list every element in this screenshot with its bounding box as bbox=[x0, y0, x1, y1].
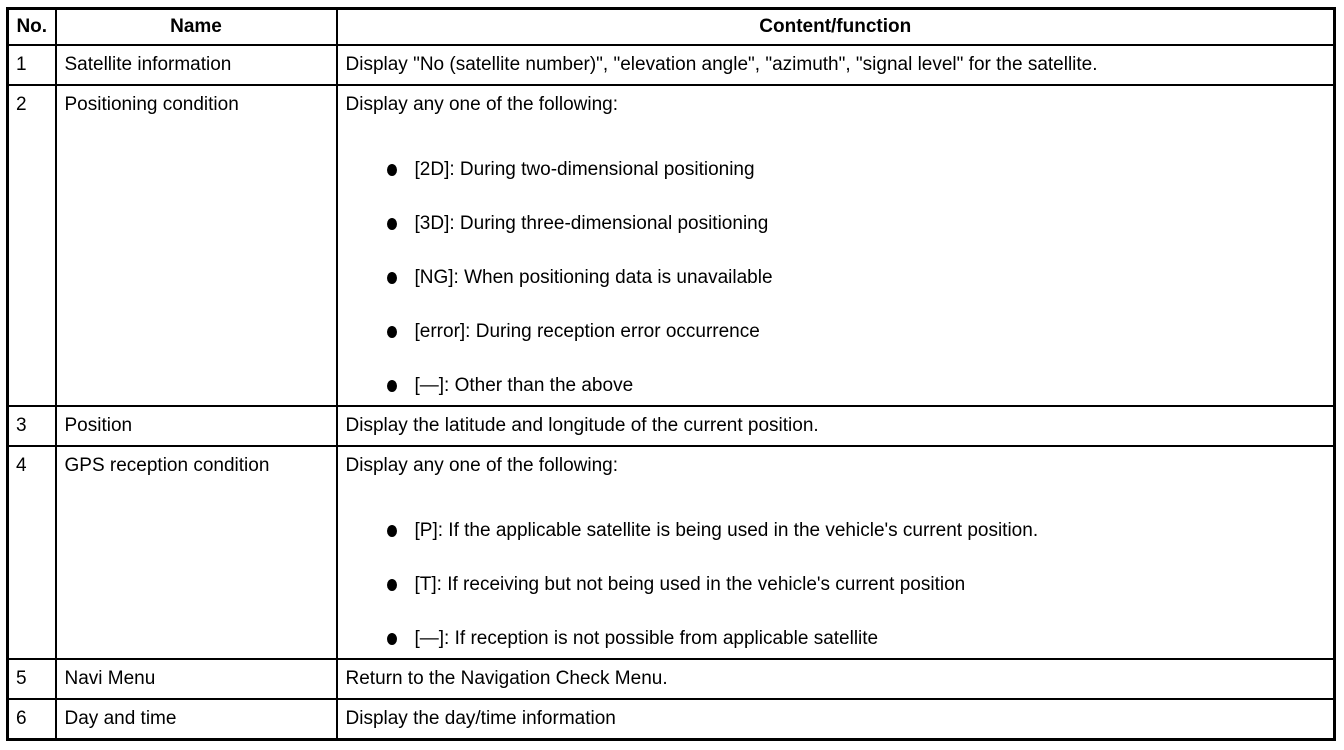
bullet-list: [P]: If the applicable satellite is bein… bbox=[386, 519, 1330, 651]
bullet-text: [—]: Other than the above bbox=[414, 375, 634, 396]
table-row: 1 Satellite information Display "No (sat… bbox=[6, 44, 1336, 86]
content-text: Return to the Navigation Check Menu. bbox=[345, 668, 668, 689]
bullet-icon bbox=[386, 380, 397, 392]
row-number: 2 bbox=[6, 84, 57, 407]
row-name: Satellite information bbox=[54, 44, 338, 86]
table-row: 6 Day and time Display the day/time info… bbox=[6, 698, 1336, 741]
bullet-item: [—]: Other than the above bbox=[386, 374, 1330, 398]
bullet-icon bbox=[386, 272, 397, 284]
row-number: 6 bbox=[6, 698, 57, 741]
row-content: Display any one of the following: [P]: I… bbox=[335, 445, 1336, 660]
table-row: 5 Navi Menu Return to the Navigation Che… bbox=[6, 658, 1336, 700]
table-row: 2 Positioning condition Display any one … bbox=[6, 84, 1336, 407]
bullet-icon bbox=[386, 633, 397, 645]
row-content: Display any one of the following: [2D]: … bbox=[335, 84, 1336, 407]
bullet-item: [error]: During reception error occurren… bbox=[386, 320, 1330, 344]
bullet-text: [—]: If reception is not possible from a… bbox=[414, 628, 879, 649]
row-content: Display the latitude and longitude of th… bbox=[335, 405, 1336, 447]
bullet-text: [P]: If the applicable satellite is bein… bbox=[414, 520, 1039, 541]
bullet-item: [2D]: During two-dimensional positioning bbox=[386, 158, 1330, 182]
bullet-icon bbox=[386, 326, 397, 338]
row-name: Position bbox=[54, 405, 338, 447]
row-content: Display the day/time information bbox=[335, 698, 1336, 741]
header-row: No. Name Content/function bbox=[6, 7, 1336, 46]
bullet-icon bbox=[386, 579, 397, 591]
row-name: Positioning condition bbox=[54, 84, 338, 407]
content-text: Display any one of the following: bbox=[345, 455, 619, 476]
content-text: Display the day/time information bbox=[345, 708, 616, 729]
row-number: 1 bbox=[6, 44, 57, 86]
bullet-icon bbox=[386, 218, 397, 230]
bullet-item: [—]: If reception is not possible from a… bbox=[386, 627, 1330, 651]
bullet-text: [T]: If receiving but not being used in … bbox=[414, 574, 966, 595]
bullet-icon bbox=[386, 164, 397, 176]
table-row: 4 GPS reception condition Display any on… bbox=[6, 445, 1336, 660]
bullet-item: [T]: If receiving but not being used in … bbox=[386, 573, 1330, 597]
bullet-item: [P]: If the applicable satellite is bein… bbox=[386, 519, 1330, 543]
bullet-item: [NG]: When positioning data is unavailab… bbox=[386, 266, 1330, 290]
content-text: Display any one of the following: bbox=[345, 94, 619, 115]
row-content: Return to the Navigation Check Menu. bbox=[335, 658, 1336, 700]
row-name: Day and time bbox=[54, 698, 338, 741]
bullet-item: [3D]: During three-dimensional positioni… bbox=[386, 212, 1330, 236]
row-number: 5 bbox=[6, 658, 57, 700]
row-number: 4 bbox=[6, 445, 57, 660]
table-row: 3 Position Display the latitude and long… bbox=[6, 405, 1336, 447]
header-no: No. bbox=[6, 7, 57, 46]
gps-info-table: No. Name Content/function 1 Satellite in… bbox=[6, 7, 1336, 741]
bullet-icon bbox=[386, 525, 397, 537]
row-content: Display "No (satellite number)", "elevat… bbox=[335, 44, 1336, 86]
bullet-text: [2D]: During two-dimensional positioning bbox=[414, 159, 755, 180]
row-name: GPS reception condition bbox=[54, 445, 338, 660]
bullet-list: [2D]: During two-dimensional positioning… bbox=[386, 158, 1330, 398]
bullet-text: [NG]: When positioning data is unavailab… bbox=[414, 267, 773, 288]
header-name: Name bbox=[54, 7, 338, 46]
content-text: Display "No (satellite number)", "elevat… bbox=[345, 54, 1098, 75]
row-name: Navi Menu bbox=[54, 658, 338, 700]
row-number: 3 bbox=[6, 405, 57, 447]
header-content: Content/function bbox=[335, 7, 1336, 46]
bullet-text: [3D]: During three-dimensional positioni… bbox=[414, 213, 769, 234]
content-text: Display the latitude and longitude of th… bbox=[345, 415, 819, 436]
bullet-text: [error]: During reception error occurren… bbox=[414, 321, 760, 342]
